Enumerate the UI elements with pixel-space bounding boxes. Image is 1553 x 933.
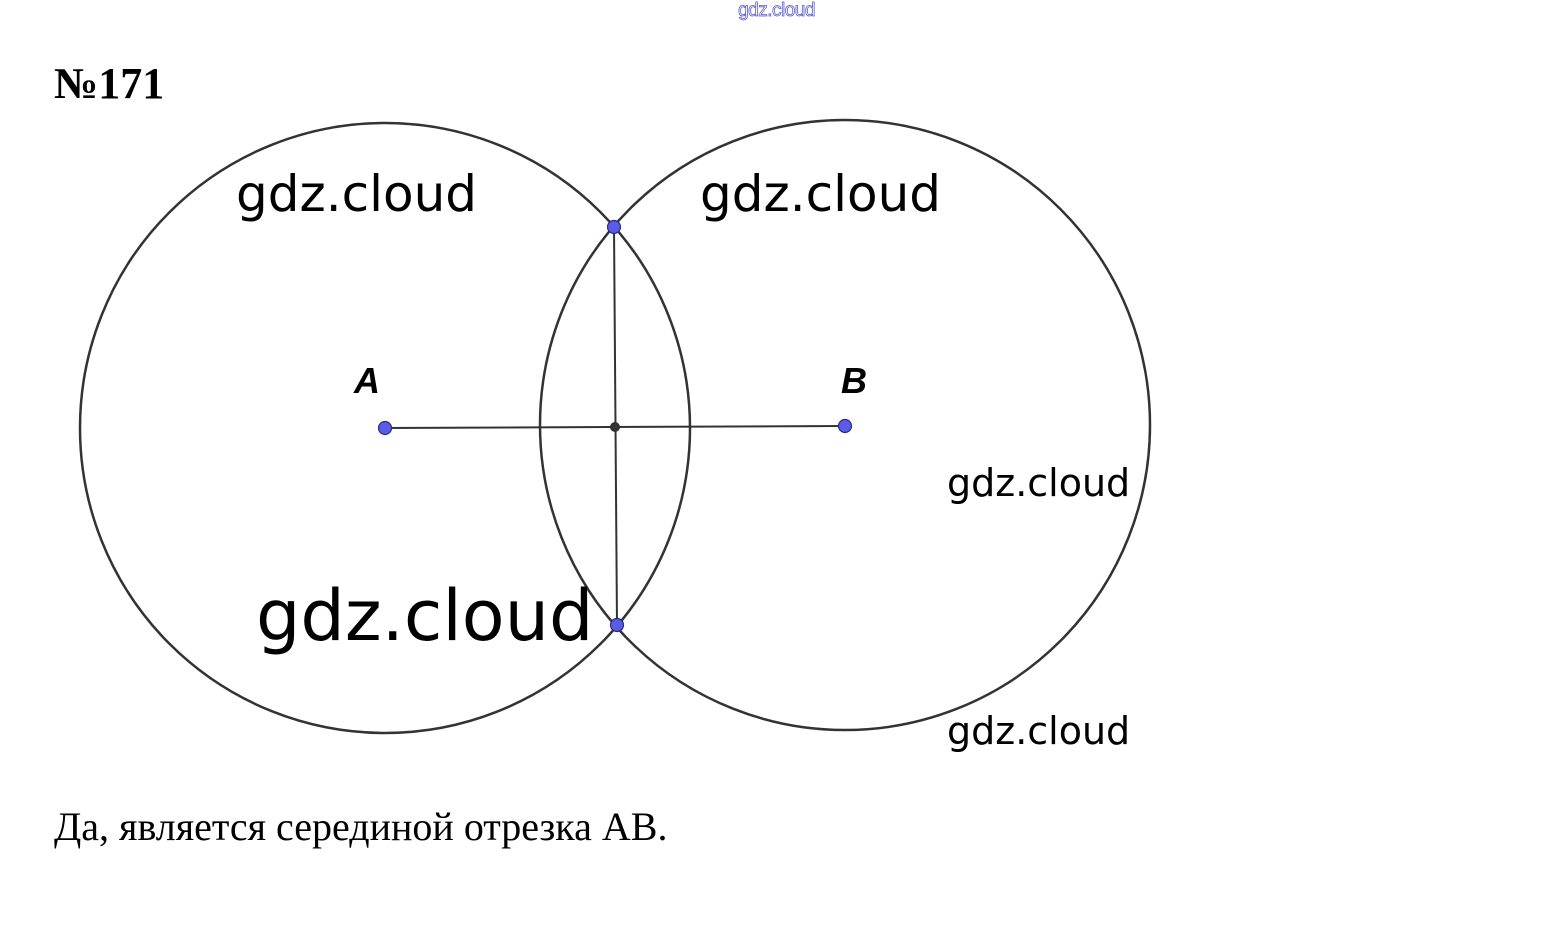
point-a (377, 420, 393, 436)
figure-watermark-1: gdz.cloud (236, 165, 477, 223)
answer-text: Да, является серединой отрезка АВ. (54, 804, 668, 849)
label-b: B (841, 360, 867, 401)
intersection-top (606, 219, 622, 235)
problem-number: №171 (54, 59, 165, 108)
figure-watermark-5: gdz.cloud (947, 709, 1130, 753)
circle-b (538, 118, 1152, 732)
intersection-bottom (609, 617, 625, 633)
circle-a (78, 121, 692, 735)
figure-watermark-2: gdz.cloud (700, 165, 941, 223)
site-watermark: gdz.cloud (738, 0, 816, 21)
point-b (837, 418, 853, 434)
label-a: A (353, 360, 380, 401)
figure-watermark-4: gdz.cloud (256, 575, 593, 657)
figure-watermark-3: gdz.cloud (947, 461, 1130, 505)
midpoint (610, 422, 620, 432)
